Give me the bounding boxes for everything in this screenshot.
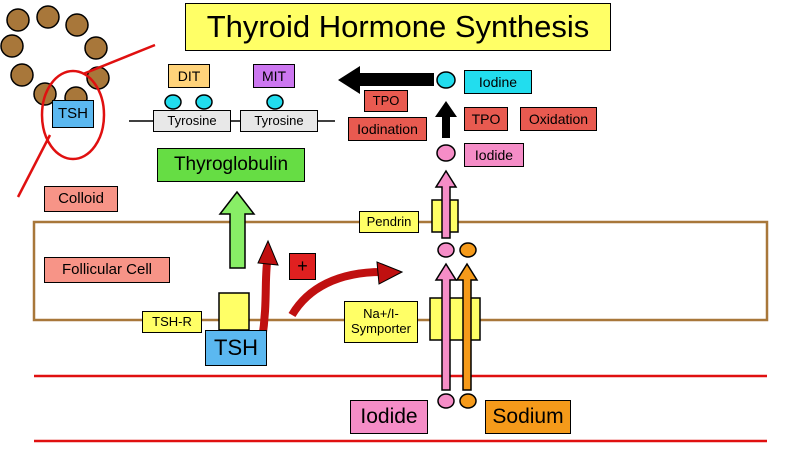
tsh-r-label: TSH-R	[142, 311, 202, 333]
follicle-cell	[65, 13, 89, 37]
follicle-cell	[6, 8, 30, 32]
follicle-cell	[84, 36, 108, 60]
mit-label: MIT	[253, 64, 295, 88]
sodium-up-arrow	[455, 262, 479, 391]
iodine-molecule	[164, 94, 182, 110]
iodide-up-arrow	[434, 262, 458, 391]
follicle-cell	[10, 63, 34, 87]
iodine-label: Iodine	[464, 70, 532, 94]
zoom-ellipse	[40, 69, 106, 161]
page-title: Thyroid Hormone Synthesis	[185, 3, 611, 51]
tsh-receptor	[218, 292, 250, 331]
iodide-molecule	[436, 144, 456, 162]
sodium-molecule	[459, 393, 477, 409]
zoom-indicator	[16, 43, 156, 198]
oxidation-label: Oxidation	[520, 107, 597, 131]
tpo-label-iodination: TPO	[364, 90, 408, 112]
pendrin-label: Pendrin	[359, 211, 419, 233]
curved-arrow-head	[257, 239, 279, 266]
sodium-label: Sodium	[485, 400, 571, 434]
tsh-label-follicle: TSH	[52, 100, 94, 128]
colloid-label: Colloid	[44, 186, 118, 212]
iodine-molecule	[436, 71, 456, 89]
up-arrow	[218, 190, 256, 269]
symporter-transporter	[429, 297, 481, 341]
iodide-label-top: Iodide	[464, 143, 524, 167]
iodine-molecule	[266, 94, 284, 110]
left-arrow	[338, 66, 434, 94]
tyrosine-label-2: Tyrosine	[240, 110, 318, 132]
iodine-molecule	[195, 94, 213, 110]
curved-arrow	[258, 254, 272, 341]
follicle-cell	[36, 5, 60, 29]
dit-label: DIT	[168, 64, 210, 88]
symporter-label: Na+/I- Symporter	[344, 301, 418, 343]
iodide-molecule	[437, 242, 455, 258]
tsh-label: TSH	[205, 330, 267, 366]
follicle-cell	[0, 34, 24, 58]
curved-arrow	[288, 268, 383, 318]
iodide-label-bottom: Iodide	[350, 400, 428, 434]
iodination-label: Iodination	[348, 117, 427, 141]
follicular-cell-label: Follicular Cell	[44, 257, 170, 283]
sodium-molecule	[459, 242, 477, 258]
iodide-up-arrow	[434, 169, 458, 239]
tyrosine-label-1: Tyrosine	[153, 110, 231, 132]
thyroglobulin-label: Thyroglobulin	[157, 148, 305, 182]
iodide-molecule	[437, 393, 455, 409]
plus-sign: +	[289, 253, 316, 280]
zoom-line	[82, 43, 156, 76]
curved-arrow-head	[376, 261, 404, 285]
oxidation-arrow	[435, 101, 457, 138]
zoom-line	[16, 134, 52, 198]
follicle-cell-ring	[0, 5, 110, 110]
tpo-label-oxidation: TPO	[464, 107, 508, 131]
